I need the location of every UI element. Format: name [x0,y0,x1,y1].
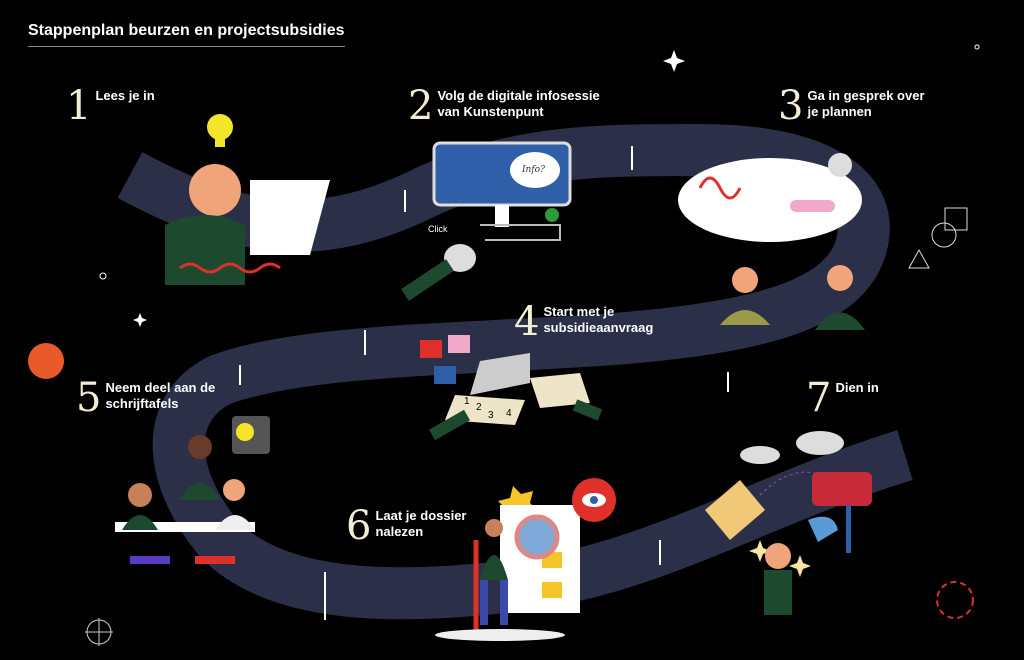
page-title: Stappenplan beurzen en projectsubsidies [28,22,345,47]
puzzle-icon [420,340,442,358]
sparkle-icons [99,44,980,327]
compass-icon [85,618,113,646]
label-line: nalezen [375,524,424,539]
step-number: 1 [66,83,92,129]
label-line: je plannen [807,104,872,119]
step-number: 6 [346,503,372,549]
laptop-illustration [470,353,530,395]
mouse-illustration [444,244,476,272]
power-icon [545,208,559,222]
person-reading [165,215,245,285]
step-number: 3 [778,83,804,129]
table-illustration [115,522,255,532]
dashed-circle [936,581,974,619]
envelope-icon [705,480,765,540]
label-line: Ga in gesprek over [807,88,925,103]
step-number: 5 [76,375,102,421]
label-line: Start met je [543,304,615,319]
step-label: Lees je in [95,88,155,103]
step-7: 7 Dien in [806,378,879,418]
puzzle-number: 4 [506,408,512,419]
label-line: Laat je dossier [375,508,467,523]
magnifier-icon [514,514,560,560]
lightbulb-icon [207,114,233,140]
puzzle-number: 3 [488,410,494,421]
speech-bubble [678,158,862,242]
label-line: Volg de digitale infosessie [437,88,600,103]
puzzle-number: 1 [464,396,470,407]
red-sun [28,343,64,379]
step-number: 2 [408,83,434,129]
cloud-icon [740,446,780,464]
paper-illustration [250,180,330,255]
info-bubble-text: Info? [522,165,545,175]
label-line: schrijftafels [105,396,179,411]
label-line: Neem deel aan de [105,380,216,395]
geometric-shapes [908,207,968,269]
label-line: subsidieaanvraag [543,320,654,335]
step-number: 4 [514,299,540,345]
step-number: 7 [806,375,832,421]
click-text: Click [428,224,448,234]
step-label: Dien in [835,380,879,395]
puzzle-number: 2 [476,402,482,413]
mailbox-illustration [812,472,872,506]
step-1: 1 Lees je in [66,86,155,126]
cloud-icon [796,431,844,455]
label-line: van Kunstenpunt [437,104,544,119]
